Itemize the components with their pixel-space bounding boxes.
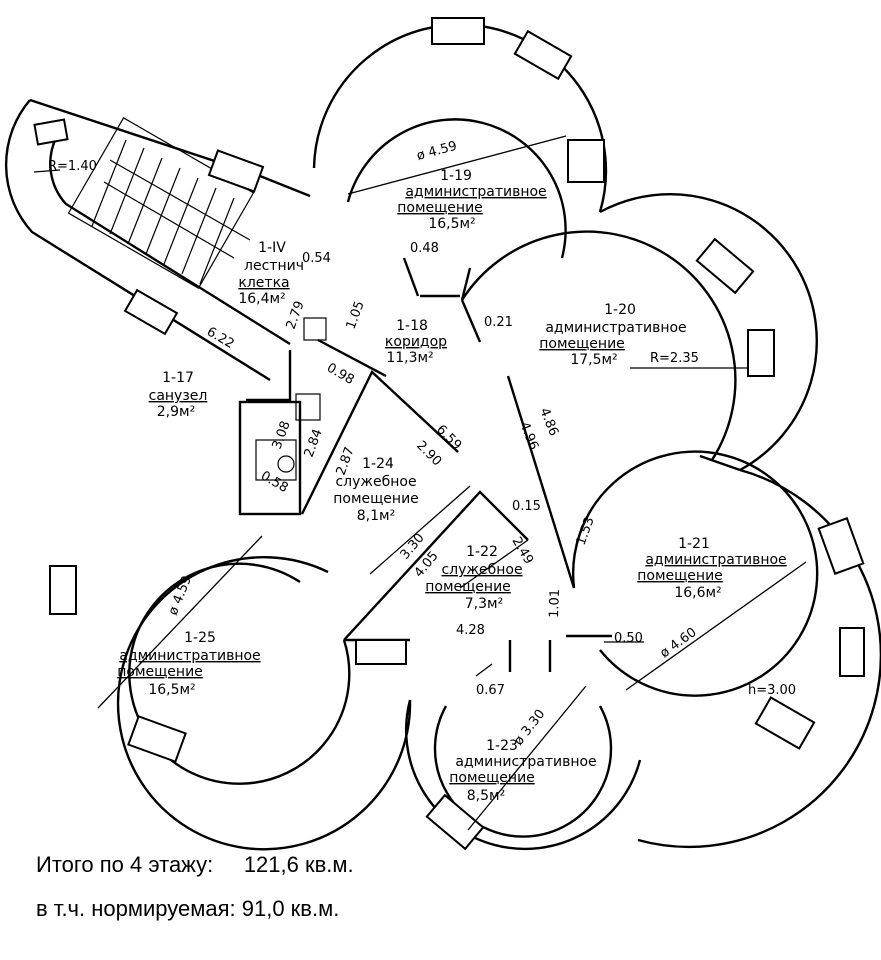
wc-walls (238, 393, 321, 516)
room-1-23-area: 8,5м² (467, 788, 505, 804)
room-1-24-name2: помещение (333, 491, 419, 507)
room-1-21-name: административное (645, 552, 786, 568)
dim-098: 0.98 (324, 360, 357, 387)
room-1-25-name: административное (119, 648, 260, 664)
room-1-20-id: 1-20 (604, 302, 636, 318)
dim-048: 0.48 (410, 241, 439, 256)
room-1-25-id: 1-25 (184, 630, 216, 646)
stair-hall-label: R=1.40 1-IV лестнич клетка 16,4м² (48, 159, 304, 307)
dim-284: 2.84 (302, 427, 326, 459)
room-1-23-name: административное (455, 754, 596, 770)
room-1-23-windows (425, 793, 485, 851)
stair-hall-name: лестнич (244, 258, 304, 274)
interior-partitions (300, 299, 576, 641)
dim-153: 1.53 (574, 515, 598, 547)
room-1-18-id: 1-18 (396, 318, 428, 334)
room-1-22-label: 1-22 служебное помещение 7,3м² (425, 544, 522, 612)
room-1-25-windows (49, 565, 407, 763)
dimension-labels: 0.54 0.48 2.79 6.22 1.05 0.21 0.98 4.86 … (204, 241, 643, 698)
room-1-17-name: санузел (149, 388, 208, 404)
room-1-24-label: 1-24 служебное помещение 8,1м² (333, 456, 419, 524)
room-1-21-walls (566, 450, 881, 849)
stair-hall-area: 16,4м² (238, 291, 285, 307)
dim-101: 1.01 (547, 589, 563, 618)
room-1-22-id: 1-22 (466, 544, 498, 560)
room-1-19-windows (431, 17, 605, 183)
room-1-25-area: 16,5м² (148, 682, 195, 698)
room-1-24-name: служебное (335, 474, 416, 490)
dim-021: 0.21 (484, 315, 513, 330)
room-1-21-area: 16,6м² (674, 585, 721, 601)
dim-1-21-diameter: ø 4.60 (658, 625, 700, 661)
dim-496: 4.96 (516, 420, 541, 452)
room-1-17-area: 2,9м² (157, 404, 195, 420)
room-1-25-name2: помещение (117, 664, 203, 680)
dim-659: 6.59 (433, 422, 464, 453)
dim-050: 0.50 (614, 631, 643, 646)
room-1-23-name2: помещение (449, 770, 535, 786)
dim-287: 2.87 (334, 445, 358, 477)
room-1-20-windows (695, 237, 775, 377)
room-1-22-name2: помещение (425, 579, 511, 595)
dimension-lines (33, 135, 807, 831)
room-1-20-name2: помещение (539, 336, 625, 352)
room-1-20-area: 17,5м² (570, 352, 617, 368)
room-1-22-name: служебное (441, 562, 522, 578)
room-1-21-label: 1-21 административное помещение 16,6м² ø… (637, 536, 796, 698)
room-1-24-area: 8,1м² (357, 508, 395, 524)
room-1-21-id: 1-21 (678, 536, 710, 552)
room-1-18-name: коридор (385, 334, 447, 350)
room-1-22-area: 7,3м² (465, 596, 503, 612)
dim-1-23-diameter: ø 3.30 (511, 707, 548, 749)
room-1-23-label: 1-23 административное помещение 8,5м² ø … (449, 707, 596, 804)
room-1-18-label: 1-18 коридор 11,3м² (385, 318, 447, 366)
room-1-20-walls (460, 193, 818, 472)
dim-067: 0.67 (476, 683, 505, 698)
dim-486: 4.86 (536, 406, 561, 438)
stair-hall-name2: клетка (238, 275, 289, 291)
room-1-20-radius: R=2.35 (650, 351, 699, 366)
stair-hall-id: 1-IV (258, 240, 286, 256)
room-1-23-id: 1-23 (486, 738, 518, 754)
room-1-25-label: 1-25 административное помещение 16,5м² ø… (117, 574, 260, 698)
stair-flights (67, 117, 255, 289)
stair-radius: R=1.40 (48, 159, 97, 174)
room-1-18-area: 11,3м² (386, 350, 433, 366)
dim-428: 4.28 (456, 623, 485, 638)
room-1-24-id: 1-24 (362, 456, 394, 472)
dim-015: 0.15 (512, 499, 541, 514)
dim-054: 0.54 (302, 251, 331, 266)
room-1-20-label: 1-20 административное помещение 17,5м² R… (539, 302, 699, 368)
room-1-21-name2: помещение (637, 568, 723, 584)
room-1-19-name2: помещение (397, 200, 483, 216)
floor-height: h=3.00 (748, 683, 796, 698)
dim-1-19-diameter: ø 4.59 (415, 139, 459, 164)
room-1-20-name: административное (545, 320, 686, 336)
room-1-19-name: административное (405, 184, 546, 200)
room-1-19-area: 16,5м² (428, 216, 475, 232)
room-1-21-windows (754, 517, 865, 750)
room-1-19-label: ø 4.59 1-19 административное помещение 1… (397, 139, 546, 232)
room-1-25-walls (116, 556, 412, 851)
totals-normalized: в т.ч. нормируемая: 91,0 кв.м. (36, 896, 340, 921)
stair-windows (33, 118, 265, 336)
totals-floor-4: Итого по 4 этажу: 121,6 кв.м. (36, 852, 354, 877)
dim-290: 2.90 (413, 438, 444, 469)
dim-308: 3.08 (270, 419, 294, 451)
room-1-17-label: 1-17 санузел 2,9м² (149, 370, 208, 420)
room-1-17-id: 1-17 (162, 370, 194, 386)
room-1-23-walls (405, 640, 642, 850)
room-1-19-id: 1-19 (440, 168, 472, 184)
dim-105: 1.05 (344, 299, 368, 331)
